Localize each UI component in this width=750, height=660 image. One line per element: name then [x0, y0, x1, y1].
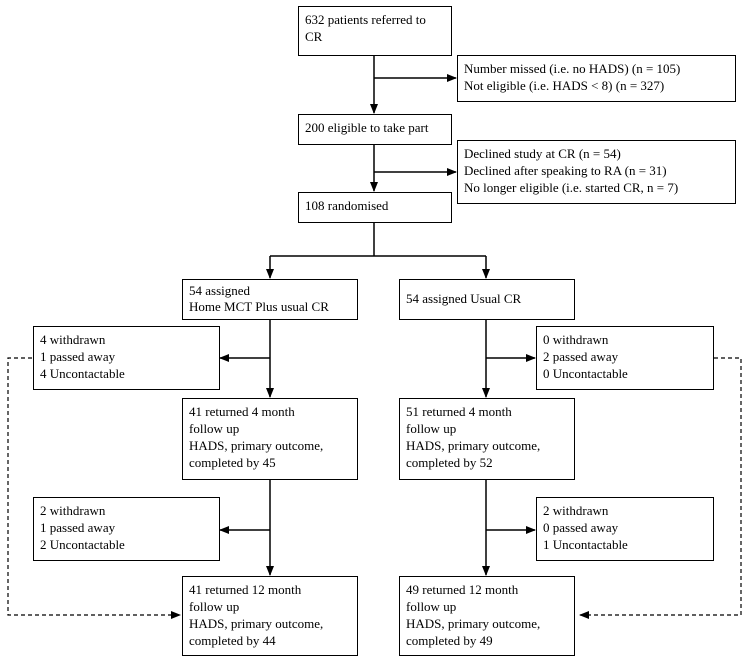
- box-line: 4 withdrawn: [40, 332, 106, 347]
- box-line: 41 returned 4 month: [189, 404, 295, 419]
- box-line: follow up: [406, 421, 457, 436]
- box-line: CR: [305, 29, 323, 44]
- box-line: No longer eligible (i.e. started CR, n =…: [464, 180, 679, 195]
- box-line: follow up: [406, 599, 457, 614]
- box-line: completed by 52: [406, 455, 493, 470]
- box-referred: 632 patients referred to CR: [298, 6, 452, 56]
- box-line: Declined study at CR (n = 54): [464, 146, 621, 161]
- box-line: 0 Uncontactable: [543, 366, 628, 381]
- box-line: HADS, primary outcome,: [189, 616, 324, 631]
- box-line: follow up: [189, 421, 240, 436]
- box-mct-followup-12m: 41 returned 12 month follow up HADS, pri…: [182, 576, 358, 656]
- box-line: 200 eligible to take part: [305, 120, 429, 135]
- box-line: 49 returned 12 month: [406, 582, 519, 597]
- box-line: completed by 45: [189, 455, 276, 470]
- box-usual-loss-4m: 0 withdrawn 2 passed away 0 Uncontactabl…: [536, 326, 714, 390]
- box-usual-followup-4m: 51 returned 4 month follow up HADS, prim…: [399, 398, 575, 480]
- box-line: 4 Uncontactable: [40, 366, 125, 381]
- box-screening-exclusions: Number missed (i.e. no HADS) (n = 105) N…: [457, 55, 736, 102]
- box-line: Not eligible (i.e. HADS < 8) (n = 327): [464, 78, 665, 93]
- box-line: 54 assigned: [189, 283, 251, 298]
- box-line: 632 patients referred to: [305, 12, 426, 27]
- box-line: 2 passed away: [543, 349, 619, 364]
- box-line: 0 withdrawn: [543, 332, 609, 347]
- split-line: [270, 223, 486, 257]
- box-line: 41 returned 12 month: [189, 582, 302, 597]
- box-line: HADS, primary outcome,: [406, 616, 541, 631]
- box-line: 2 Uncontactable: [40, 537, 125, 552]
- box-declined: Declined study at CR (n = 54) Declined a…: [457, 140, 736, 204]
- box-line: 1 Uncontactable: [543, 537, 628, 552]
- box-line: Home MCT Plus usual CR: [189, 299, 329, 314]
- box-line: 2 withdrawn: [40, 503, 106, 518]
- box-mct-loss-4m: 4 withdrawn 1 passed away 4 Uncontactabl…: [33, 326, 220, 390]
- box-usual-loss-12m: 2 withdrawn 0 passed away 1 Uncontactabl…: [536, 497, 714, 561]
- box-line: follow up: [189, 599, 240, 614]
- box-line: 1 passed away: [40, 349, 116, 364]
- box-line: HADS, primary outcome,: [189, 438, 324, 453]
- box-usual-assigned: 54 assigned Usual CR: [399, 279, 575, 320]
- box-mct-assigned: 54 assigned Home MCT Plus usual CR: [182, 279, 358, 320]
- box-line: 51 returned 4 month: [406, 404, 512, 419]
- box-line: completed by 44: [189, 633, 276, 648]
- box-line: Number missed (i.e. no HADS) (n = 105): [464, 61, 681, 76]
- box-line: 0 passed away: [543, 520, 619, 535]
- box-mct-followup-4m: 41 returned 4 month follow up HADS, prim…: [182, 398, 358, 480]
- box-line: HADS, primary outcome,: [406, 438, 541, 453]
- box-usual-followup-12m: 49 returned 12 month follow up HADS, pri…: [399, 576, 575, 656]
- box-randomised: 108 randomised: [298, 192, 452, 223]
- box-line: completed by 49: [406, 633, 493, 648]
- dashed-usual-loss-to-12m: [579, 357, 742, 619]
- box-eligible: 200 eligible to take part: [298, 114, 452, 145]
- box-line: Declined after speaking to RA (n = 31): [464, 163, 667, 178]
- box-line: 2 withdrawn: [543, 503, 609, 518]
- box-line: 108 randomised: [305, 198, 389, 213]
- box-line: 1 passed away: [40, 520, 116, 535]
- dashed-mct-loss-to-12m: [7, 357, 181, 619]
- box-mct-loss-12m: 2 withdrawn 1 passed away 2 Uncontactabl…: [33, 497, 220, 561]
- box-line: 54 assigned Usual CR: [406, 291, 522, 306]
